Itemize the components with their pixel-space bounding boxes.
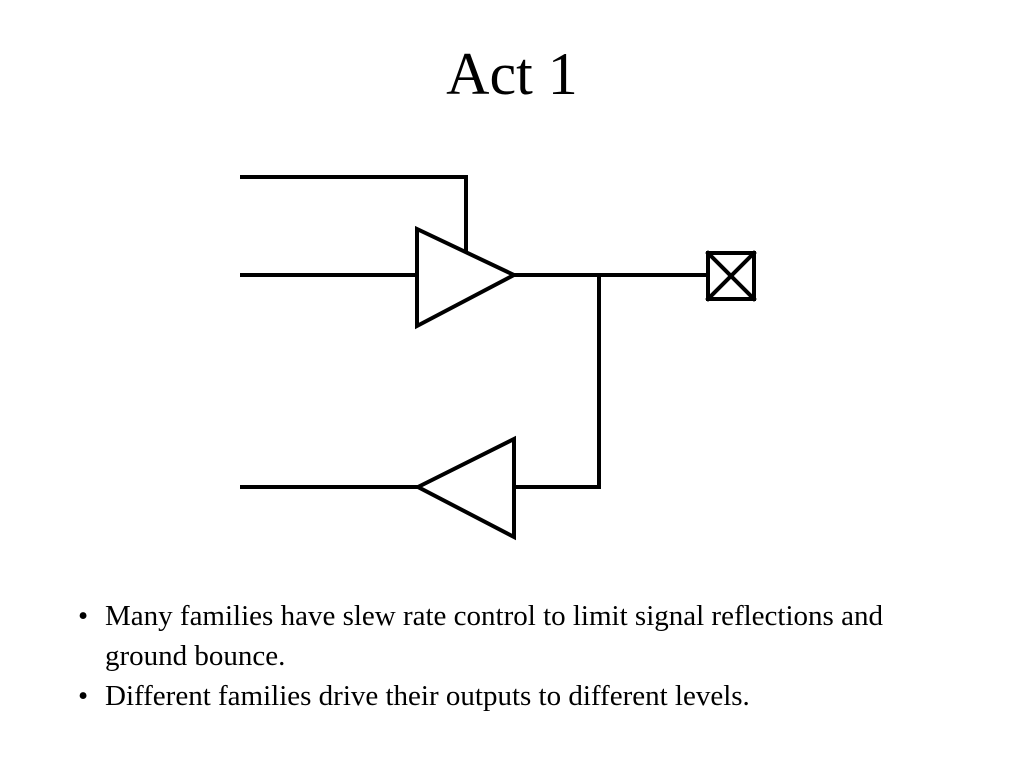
bullet-text: Many families have slew rate control to … — [105, 600, 883, 672]
io-pad-cross-b — [705, 250, 757, 302]
output-buffer-triangle — [415, 225, 519, 330]
bullet-item-2: • Different families drive their outputs… — [78, 676, 958, 716]
bullet-list: • Many families have slew rate control t… — [78, 596, 958, 716]
feedback-wire — [512, 273, 601, 489]
bullet-item-1: • Many families have slew rate control t… — [78, 596, 958, 676]
bullet-text: Different families drive their outputs t… — [105, 680, 750, 712]
slide-title: Act 1 — [446, 41, 578, 107]
io-pad-icon — [706, 251, 756, 301]
enable-wire — [240, 175, 468, 252]
bullet-icon: • — [78, 680, 89, 712]
bullet-icon: • — [78, 600, 89, 632]
input-buffer-triangle — [413, 435, 516, 541]
